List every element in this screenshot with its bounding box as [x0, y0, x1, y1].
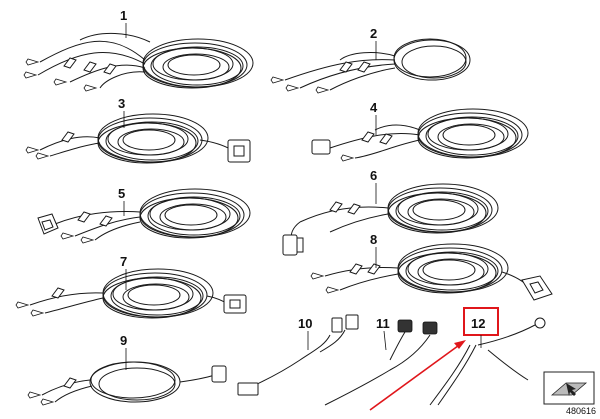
harness-3 [25, 113, 251, 164]
part-label-11: 11 [376, 316, 390, 331]
harness-8 [310, 243, 553, 301]
part-label-8: 8 [370, 232, 377, 247]
harness-11 [324, 319, 438, 406]
harness-4 [311, 108, 529, 162]
harness-12 [429, 317, 546, 406]
harness-2 [270, 38, 471, 94]
harness-1 [23, 32, 254, 92]
part-label-4: 4 [370, 100, 378, 115]
harness-10 [237, 314, 359, 396]
harness-7 [15, 268, 247, 319]
part-label-10: 10 [298, 316, 312, 331]
harness-5 [37, 188, 251, 244]
part-label-6: 6 [370, 168, 377, 183]
reference-icon [543, 371, 595, 405]
part-label-9: 9 [120, 333, 127, 348]
part-label-3: 3 [118, 96, 125, 111]
part-label-7: 7 [120, 254, 127, 269]
part-label-12: 12 [471, 316, 485, 331]
harness-6 [282, 183, 499, 256]
part-label-2: 2 [370, 26, 377, 41]
part-label-5: 5 [118, 186, 125, 201]
part-label-1: 1 [120, 8, 127, 23]
harness-9 [27, 361, 227, 406]
part-labels: 1 2 3 4 5 6 7 8 9 10 11 12 [118, 8, 485, 370]
reference-number: 480616 [566, 406, 596, 416]
